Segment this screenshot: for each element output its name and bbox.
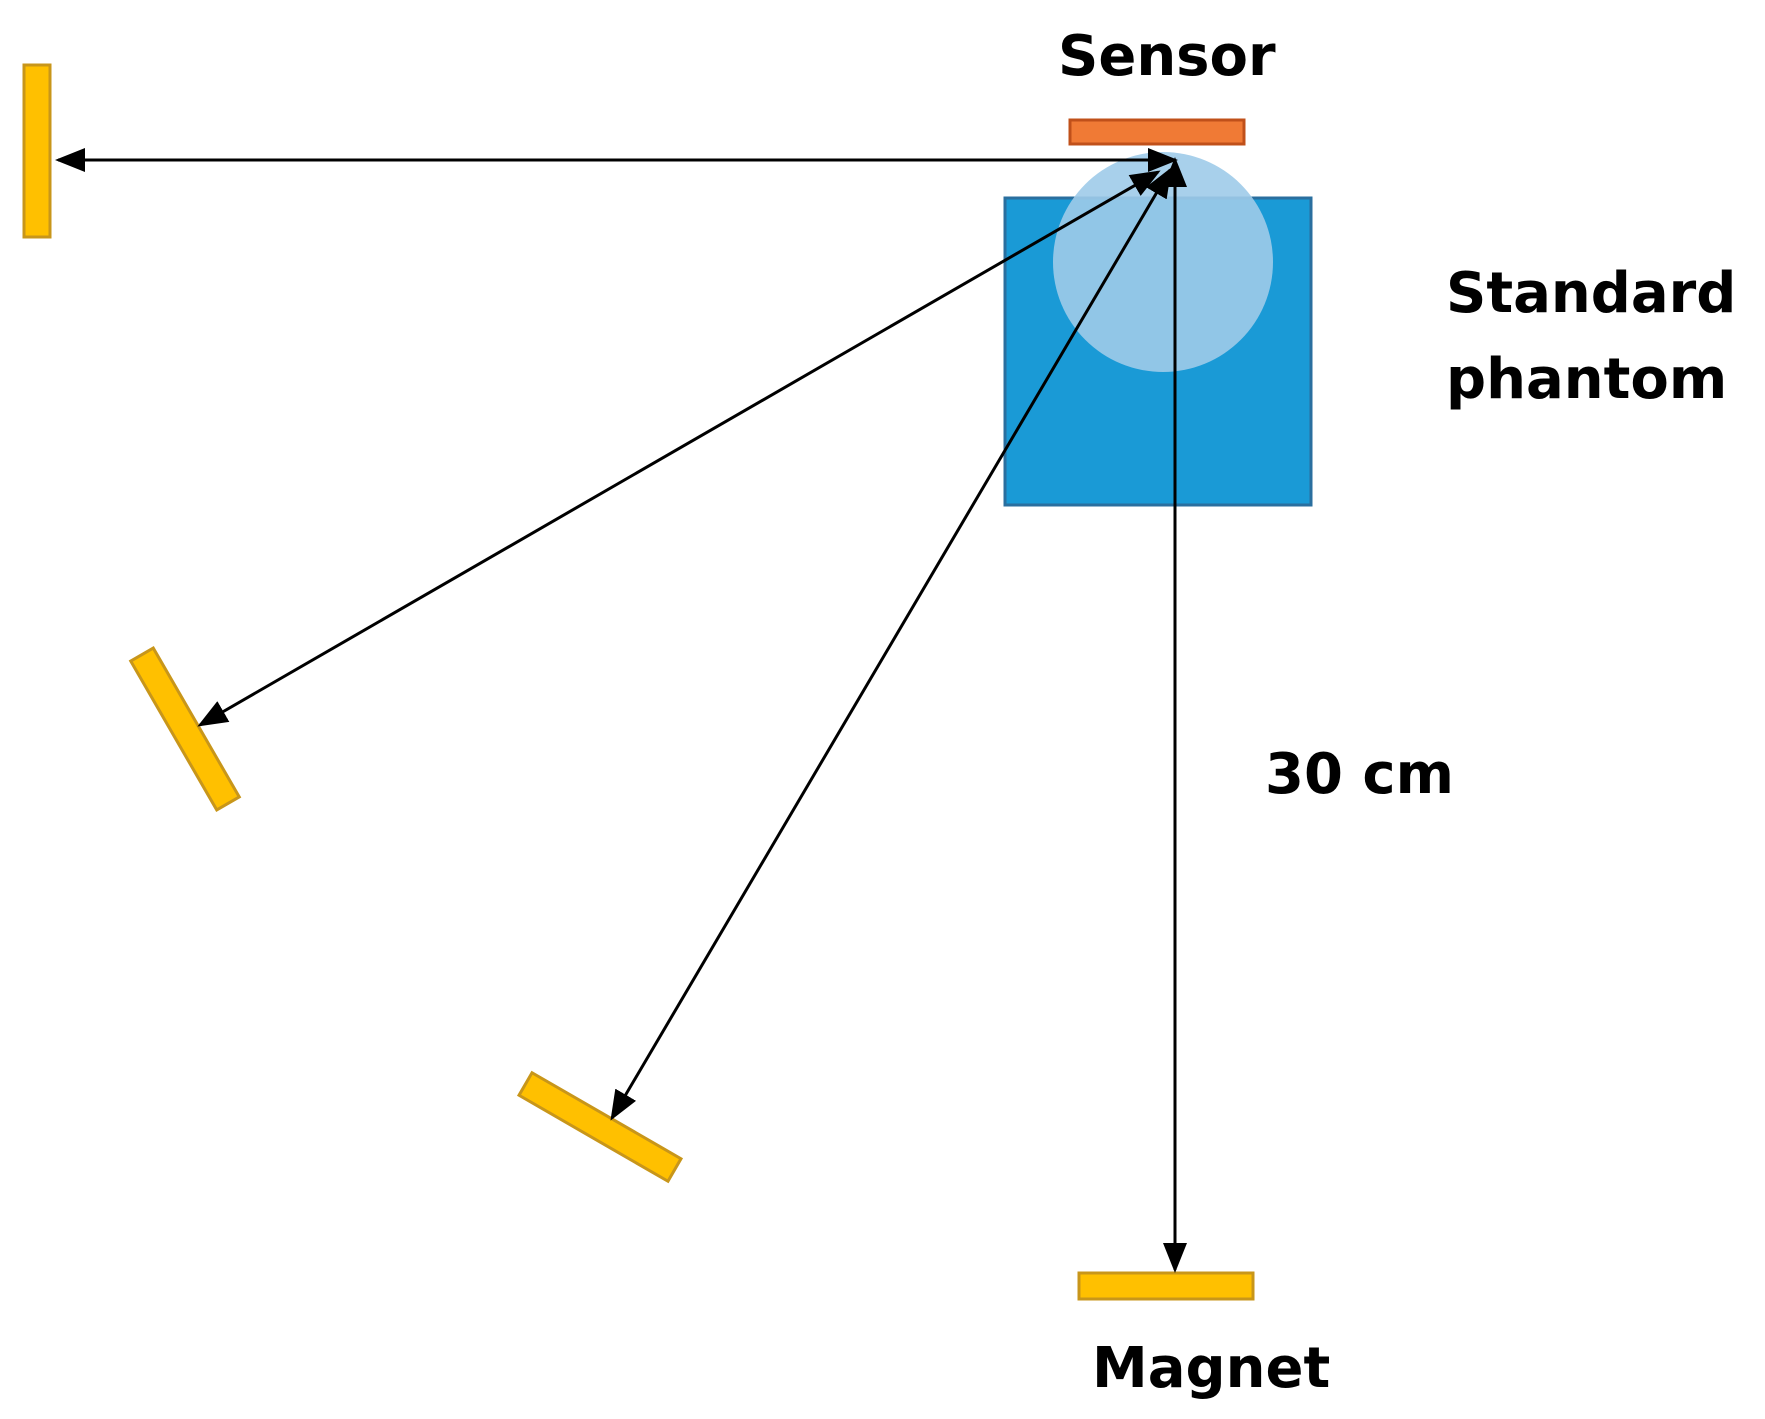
magnet-tilted-lower — [516, 1070, 684, 1184]
magnet-tilted-upper — [128, 645, 242, 813]
phantom-sphere — [1053, 152, 1273, 372]
standard-phantom-label-line1: Standard — [1446, 261, 1736, 326]
magnet-label: Magnet — [1092, 1336, 1330, 1401]
sensor-bar — [1068, 118, 1246, 146]
sensor-label: Sensor — [1058, 24, 1276, 89]
distance-label: 30 cm — [1265, 742, 1454, 807]
arrow-to-tilted-lower-magnet — [610, 167, 1172, 1121]
standard-phantom-label-line2: phantom — [1446, 347, 1727, 412]
magnet-bottom-horizontal — [1077, 1271, 1255, 1301]
magnet-left-vertical — [22, 63, 52, 239]
